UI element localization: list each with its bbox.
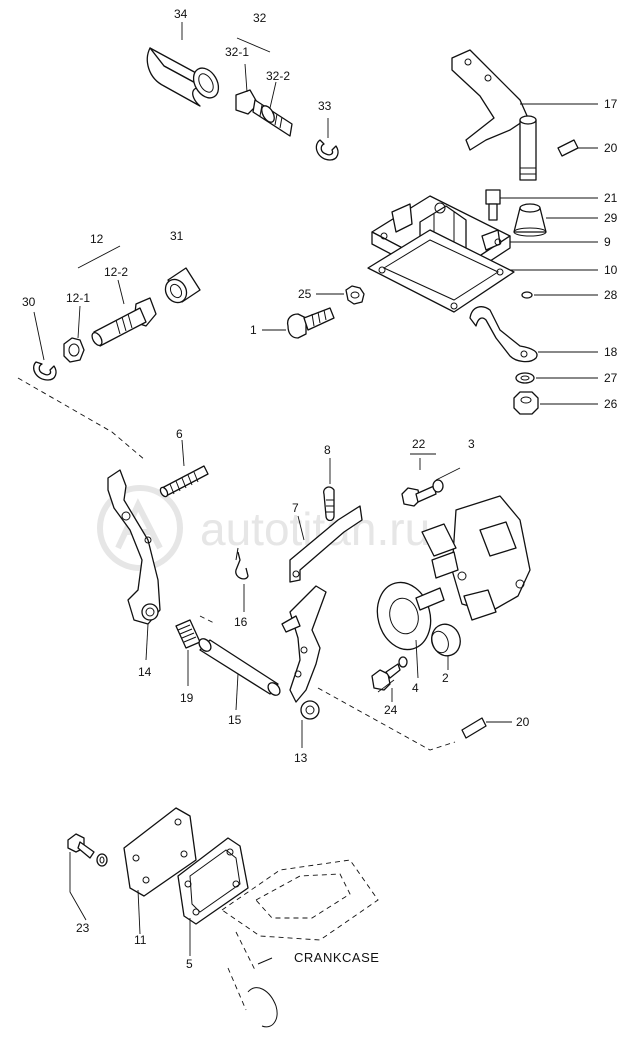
part-26-nut: [513, 391, 539, 415]
callout-13: 13: [294, 751, 308, 765]
part-19-spring: [175, 619, 201, 649]
callout-20-upper: 20: [604, 141, 618, 155]
callout-12-2: 12-2: [104, 265, 128, 279]
part-15-rod: [198, 638, 281, 696]
callout-18: 18: [604, 345, 618, 359]
callout-2: 2: [442, 671, 449, 685]
part-11-cover: [123, 807, 197, 897]
part-21-bolt: [485, 189, 501, 221]
part-5-gasket: [177, 837, 249, 925]
part-2-bushing: [431, 623, 461, 657]
callout-32-1: 32-1: [225, 45, 249, 59]
callout-6: 6: [176, 427, 183, 441]
callout-21: 21: [604, 191, 618, 205]
callout-29: 29: [604, 211, 618, 225]
part-31-sleeve: [164, 267, 201, 304]
part-17-lever: [451, 49, 537, 181]
part-25-nut: [345, 285, 365, 305]
part-22-bolt: [401, 479, 444, 507]
callout-19: 19: [180, 691, 194, 705]
callout-10: 10: [604, 263, 618, 277]
callout-31: 31: [170, 229, 184, 243]
callout-32-2: 32-2: [266, 69, 290, 83]
callout-14: 14: [138, 665, 152, 679]
part-7-plate: [289, 505, 363, 583]
callout-25: 25: [298, 287, 312, 301]
callout-12-1: 12-1: [66, 291, 90, 305]
watermark-logo-icon: [97, 485, 183, 571]
callout-24: 24: [384, 703, 398, 717]
callout-32: 32: [253, 11, 267, 25]
part-4-disc: [376, 581, 445, 651]
callout-15: 15: [228, 713, 242, 727]
callout-23: 23: [76, 921, 90, 935]
callout-26: 26: [604, 397, 618, 411]
callout-22: 22: [412, 437, 426, 451]
callout-27: 27: [604, 371, 618, 385]
callout-34: 34: [174, 7, 188, 21]
callout-4: 4: [412, 681, 419, 695]
callout-16: 16: [234, 615, 248, 629]
part-30-clip: [33, 361, 57, 381]
part-14-lever: [107, 469, 161, 625]
callout-20-lower: 20: [516, 715, 530, 729]
part-29-cap: [513, 203, 547, 237]
callout-11: 11: [134, 933, 147, 947]
part-6-spring: [159, 465, 209, 498]
callout-8: 8: [324, 443, 331, 457]
part-16-clip: [235, 547, 249, 580]
callout-17: 17: [604, 97, 618, 111]
part-12-1-nut: [63, 337, 85, 363]
part-8-spring: [323, 486, 335, 522]
callout-9: 9: [604, 235, 611, 249]
part-24-bolt: [371, 656, 408, 691]
part-23-bolt: [67, 833, 108, 867]
part-13-lever: [281, 585, 327, 720]
part-12-bolt: [91, 297, 157, 347]
part-18-bracket: [469, 306, 538, 363]
part-28-ring: [521, 291, 533, 299]
callout-1: 1: [250, 323, 257, 337]
callout-33: 33: [318, 99, 332, 113]
part-20-pin-upper: [557, 139, 579, 157]
crankcase-outline: [221, 859, 379, 1028]
callout-28: 28: [604, 288, 618, 302]
crankcase-label: CRANKCASE: [294, 950, 379, 965]
callout-12: 12: [90, 232, 104, 246]
part-33-clip: [315, 139, 339, 161]
part-34-sleeve: [146, 47, 220, 107]
callout-7: 7: [292, 501, 299, 515]
part-20-pin-lower: [461, 717, 487, 739]
part-27-washer: [515, 372, 535, 384]
part-32-bolt: [235, 89, 293, 137]
callout-3: 3: [468, 437, 475, 451]
part-1-bolt: [286, 307, 335, 339]
callout-30: 30: [22, 295, 36, 309]
part-10-gasket: [367, 229, 515, 313]
part-3-governor-plate: [421, 495, 531, 621]
callout-5: 5: [186, 957, 193, 971]
